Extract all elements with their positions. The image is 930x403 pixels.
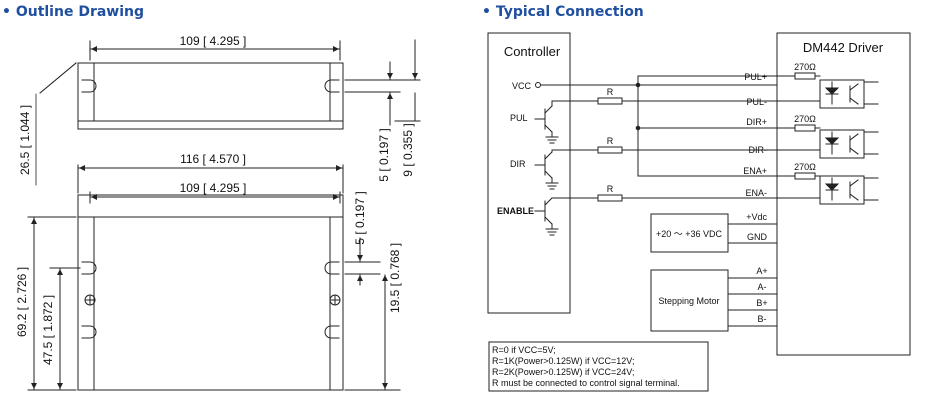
enable-label: ENABLE xyxy=(497,206,534,216)
note-line-2: R=1K(Power>0.125W) if VCC=12V; xyxy=(492,356,634,366)
optocoupler-pul xyxy=(776,72,879,109)
driver-title: DM442 Driver xyxy=(803,40,884,55)
note-line-1: R=0 if VCC=5V; xyxy=(492,345,556,355)
notes-box xyxy=(488,341,709,392)
optocoupler-ena xyxy=(776,172,879,205)
bottom-view-body xyxy=(77,194,344,391)
dim-base-width: 116 [ 4.570 ] xyxy=(180,152,246,166)
note-line-3: R=2K(Power>0.125W) if VCC=24V; xyxy=(492,367,634,377)
dim-5-top: 5 [ 0.197 ] xyxy=(377,128,391,181)
r-label-pul: R xyxy=(607,87,614,97)
optocoupler-dir xyxy=(776,124,879,159)
dim-9: 9 [ 0.355 ] xyxy=(401,123,415,176)
driver-box xyxy=(776,32,911,356)
terminal-gnd: GND xyxy=(747,232,768,242)
vcc-label: VCC xyxy=(512,81,532,91)
dim-inner-width: 109 [ 4.295 ] xyxy=(180,181,247,195)
controller-title: Controller xyxy=(504,44,561,59)
power-supply-box xyxy=(650,213,729,253)
terminal-ena-minus: ENA- xyxy=(745,188,767,198)
terminal-ena-plus: ENA+ xyxy=(743,166,767,176)
r-label-dir: R xyxy=(607,136,614,146)
resistor-270-dir: 270Ω xyxy=(794,114,816,124)
outline-drawing-heading: • Outline Drawing xyxy=(2,4,145,20)
controller-box xyxy=(487,32,571,314)
resistor-270-ena: 270Ω xyxy=(794,162,816,172)
terminal-a-minus: A- xyxy=(758,282,767,292)
dim-height-top: 26.5 [ 1.044 ] xyxy=(18,105,32,175)
terminal-dir-plus: DIR+ xyxy=(746,117,767,127)
connection-wiring xyxy=(487,32,911,392)
terminal-b-plus: B+ xyxy=(756,298,767,308)
pul-label: PUL xyxy=(510,113,528,123)
terminal-pul-plus: PUL+ xyxy=(744,72,767,82)
stepping-motor-box xyxy=(650,269,729,332)
typical-connection-heading: • Typical Connection xyxy=(482,4,644,20)
dim-19-5: 19.5 [ 0.768 ] xyxy=(388,243,402,313)
terminal-vdc: +Vdc xyxy=(746,212,767,222)
dim-47-5: 47.5 [ 1.872 ] xyxy=(41,295,55,365)
motor-label: Stepping Motor xyxy=(658,296,719,306)
dim-69-2: 69.2 [ 2.726 ] xyxy=(15,267,29,337)
outline-drawing xyxy=(27,39,421,391)
terminal-b-minus: B- xyxy=(758,314,767,324)
power-label: +20 ～ +36 VDC xyxy=(656,229,723,239)
r-label-ena: R xyxy=(607,184,614,194)
dim-5-side: 5 [ 0.197 ] xyxy=(353,191,367,244)
top-view-body xyxy=(77,62,344,130)
dim-top-width: 109 [ 4.295 ] xyxy=(180,34,247,48)
resistor-270-pul: 270Ω xyxy=(794,62,816,72)
note-line-4: R must be connected to control signal te… xyxy=(492,378,680,388)
terminal-dir-minus: DIR- xyxy=(749,145,768,155)
terminal-a-plus: A+ xyxy=(756,266,767,276)
terminal-pul-minus: PUL- xyxy=(746,97,767,107)
dir-label: DIR xyxy=(510,159,526,169)
